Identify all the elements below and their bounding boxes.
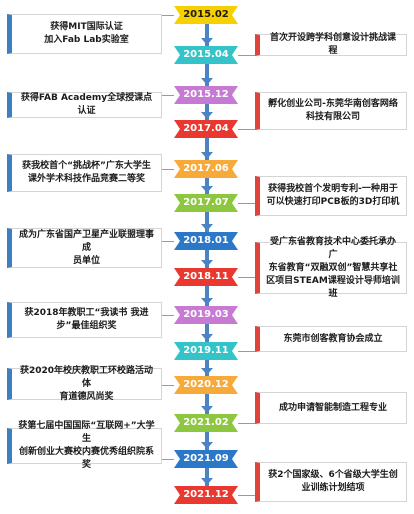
date-tag-shape bbox=[174, 450, 238, 468]
date-tag-shape bbox=[174, 194, 238, 212]
timeline-arrow bbox=[201, 298, 213, 305]
right-event-box: 东莞市创客教育协会成立 bbox=[255, 326, 407, 352]
date-tag-label: 2020.12 bbox=[183, 379, 229, 390]
event-connector bbox=[162, 385, 174, 386]
left-event-box: 获2018年教职工“我读书 我进 步”最佳组织奖 bbox=[7, 302, 162, 338]
date-tag-2019-03: 2019.03 bbox=[174, 306, 238, 324]
date-tag-label: 2018.01 bbox=[183, 235, 229, 246]
date-tag-label: 2015.02 bbox=[183, 9, 229, 20]
event-connector bbox=[238, 495, 255, 496]
event-connector bbox=[162, 315, 174, 316]
date-tag-shape bbox=[174, 306, 238, 324]
timeline-arrow bbox=[201, 406, 213, 413]
left-event-text: 获2018年教职工“我读书 我进 步”最佳组织奖 bbox=[24, 308, 149, 331]
right-event-text: 获2个国家级、6个省级大学生创 业训练计划结项 bbox=[268, 470, 398, 493]
event-connector bbox=[162, 15, 174, 16]
left-event-box: 成为广东省国产卫星产业联盟理事成 员单位 bbox=[7, 228, 162, 268]
event-connector bbox=[238, 129, 255, 130]
event-connector bbox=[162, 241, 174, 242]
date-tag-label: 2019.11 bbox=[183, 345, 229, 356]
date-tag-2018-11: 2018.11 bbox=[174, 268, 238, 286]
date-tag-shape bbox=[174, 6, 238, 24]
timeline-arrow bbox=[201, 260, 213, 267]
right-event-text: 首次开设跨学科创意设计挑战课程 bbox=[269, 33, 396, 56]
left-event-box: 获得MIT国际认证 加入Fab Lab实验室 bbox=[7, 14, 162, 54]
left-event-text: 获得FAB Academy全球授课点认证 bbox=[20, 93, 153, 116]
date-tag-2018-01: 2018.01 bbox=[174, 232, 238, 250]
date-tag-shape bbox=[174, 342, 238, 360]
right-event-box: 获2个国家级、6个省级大学生创 业训练计划结项 bbox=[255, 462, 407, 502]
timeline-arrow bbox=[201, 112, 213, 119]
timeline-arrow bbox=[201, 442, 213, 449]
date-tag-2015-12: 2015.12 bbox=[174, 86, 238, 104]
timeline-arrow bbox=[201, 152, 213, 159]
right-event-box: 成功申请智能制造工程专业 bbox=[255, 392, 407, 424]
timeline-arrow bbox=[201, 38, 213, 45]
date-tag-shape bbox=[174, 86, 238, 104]
timeline-arrow bbox=[201, 478, 213, 485]
date-tag-2017-07: 2017.07 bbox=[174, 194, 238, 212]
timeline-arrow bbox=[201, 186, 213, 193]
timeline-arrow bbox=[201, 334, 213, 341]
date-tag-label: 2021.02 bbox=[183, 417, 229, 428]
right-event-text: 孵化创业公司-东莞华南创客网络 科技有限公司 bbox=[268, 99, 398, 122]
date-tag-label: 2015.12 bbox=[183, 89, 229, 100]
date-tag-2021-09: 2021.09 bbox=[174, 450, 238, 468]
left-event-text: 获我校首个“挑战杯”广东大学生 课外学术科技作品竞赛二等奖 bbox=[22, 161, 151, 184]
timeline-arrow bbox=[201, 224, 213, 231]
date-tag-2021-02: 2021.02 bbox=[174, 414, 238, 432]
event-connector bbox=[162, 95, 174, 96]
event-connector bbox=[238, 423, 255, 424]
left-event-box: 获得FAB Academy全球授课点认证 bbox=[7, 92, 162, 118]
right-event-text: 东莞市创客教育协会成立 bbox=[283, 333, 383, 344]
date-tag-2019-11: 2019.11 bbox=[174, 342, 238, 360]
date-tag-shape bbox=[174, 46, 238, 64]
right-event-text: 获得我校首个发明专利-一种用于 可以快速打印PCB板的3D打印机 bbox=[266, 184, 400, 207]
right-event-box: 受广东省教育技术中心委托承办广 东省教育“双融双创”智慧共享社 区项目STEAM… bbox=[255, 237, 407, 299]
date-tag-label: 2017.07 bbox=[183, 197, 229, 208]
left-event-text: 成为广东省国产卫星产业联盟理事成 员单位 bbox=[18, 229, 154, 266]
date-tag-label: 2015.04 bbox=[183, 49, 229, 60]
left-event-box: 获2020年校庆教职工环校路活动体 育道德风尚奖 bbox=[7, 366, 162, 402]
date-tag-2021-12: 2021.12 bbox=[174, 486, 238, 504]
right-event-box: 孵化创业公司-东莞华南创客网络 科技有限公司 bbox=[255, 92, 407, 130]
date-tag-label: 2017.06 bbox=[183, 163, 229, 174]
date-tag-shape bbox=[174, 268, 238, 286]
date-tag-label: 2021.09 bbox=[183, 453, 229, 464]
date-tag-label: 2018.11 bbox=[183, 271, 229, 282]
date-tag-shape bbox=[174, 232, 238, 250]
timeline-arrow bbox=[201, 78, 213, 85]
date-tag-label: 2019.03 bbox=[183, 309, 229, 320]
right-event-box: 获得我校首个发明专利-一种用于 可以快速打印PCB板的3D打印机 bbox=[255, 176, 407, 216]
date-tag-shape bbox=[174, 160, 238, 178]
date-tag-label: 2017.04 bbox=[183, 123, 229, 134]
right-event-text: 成功申请智能制造工程专业 bbox=[278, 402, 387, 413]
date-tag-shape bbox=[174, 376, 238, 394]
right-event-text: 受广东省教育技术中心委托承办广 东省教育“双融双创”智慧共享社 区项目STEAM… bbox=[266, 236, 400, 299]
date-tag-shape bbox=[174, 120, 238, 138]
date-tag-label: 2021.12 bbox=[183, 489, 229, 500]
event-connector bbox=[238, 277, 255, 278]
timeline-arrow bbox=[201, 368, 213, 375]
right-event-box: 首次开设跨学科创意设计挑战课程 bbox=[255, 33, 407, 56]
date-tag-shape bbox=[174, 486, 238, 504]
event-connector bbox=[238, 351, 255, 352]
left-event-text: 获得MIT国际认证 加入Fab Lab实验室 bbox=[44, 22, 129, 45]
date-tag-2015-04: 2015.04 bbox=[174, 46, 238, 64]
left-event-box: 获我校首个“挑战杯”广东大学生 课外学术科技作品竞赛二等奖 bbox=[7, 154, 162, 192]
left-event-box: 获第七届中国国际“互联网+”大学生 创新创业大赛校内赛优秀组织院系奖 bbox=[7, 421, 162, 470]
event-connector bbox=[162, 169, 174, 170]
left-event-text: 获2020年校庆教职工环校路活动体 育道德风尚奖 bbox=[19, 365, 154, 402]
date-tag-2017-06: 2017.06 bbox=[174, 160, 238, 178]
event-connector bbox=[238, 55, 255, 56]
date-tag-shape bbox=[174, 414, 238, 432]
date-tag-2020-12: 2020.12 bbox=[174, 376, 238, 394]
left-event-text: 获第七届中国国际“互联网+”大学生 创新创业大赛校内赛优秀组织院系奖 bbox=[18, 421, 155, 470]
date-tag-2017-04: 2017.04 bbox=[174, 120, 238, 138]
event-connector bbox=[162, 459, 174, 460]
date-tag-2015-02: 2015.02 bbox=[174, 6, 238, 24]
event-connector bbox=[238, 203, 255, 204]
